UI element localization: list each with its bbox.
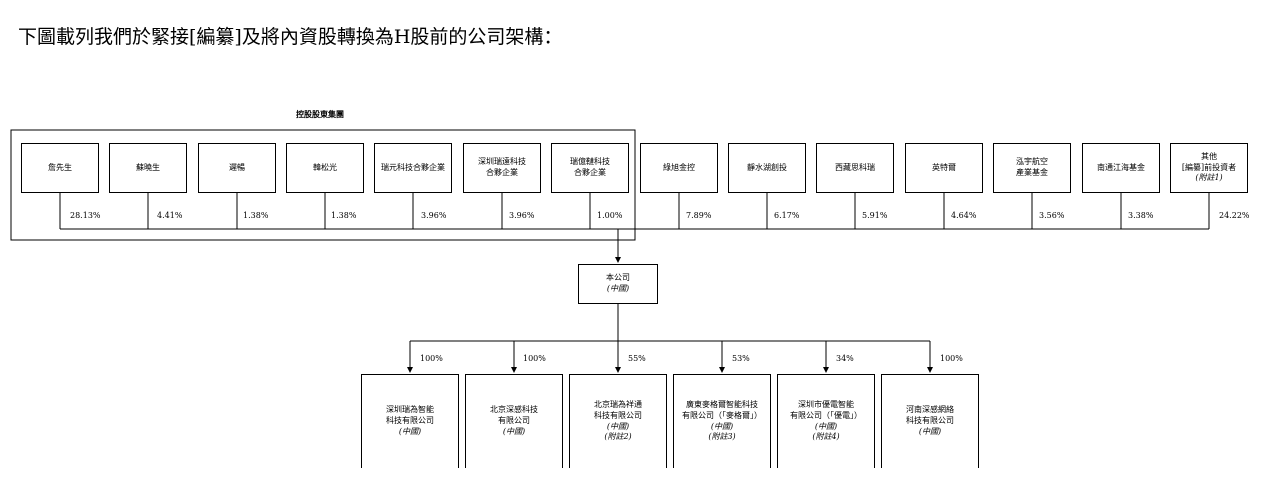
shareholding-pct: 3.96% [421,211,447,220]
shareholder-box: 韓松光 [286,143,364,193]
shareholding-pct: 6.17% [774,211,800,220]
shareholding-pct: 3.38% [1128,211,1154,220]
shareholder-box: 西藏思科瑞 [816,143,894,193]
subsidiary-box: 北京深感科技有限公司 (中國) [465,374,563,468]
subsidiary-pct: 34% [836,354,854,363]
controlling-group-label: 控股股東集團 [296,109,344,119]
subsidiary-box: 河南深感網絡科技有限公司 (中國) [881,374,979,468]
shareholding-pct: 7.89% [686,211,712,220]
shareholder-box: 靜水湖創投 [728,143,806,193]
subsidiary-box: 深圳瑞為智能科技有限公司 (中國) [361,374,459,468]
shareholding-pct: 3.56% [1039,211,1065,220]
shareholding-pct: 24.22% [1219,211,1250,220]
shareholding-pct: 1.38% [243,211,269,220]
shareholding-pct: 1.38% [331,211,357,220]
shareholding-pct: 5.91% [862,211,888,220]
shareholder-box: 詹先生 [21,143,99,193]
shareholder-box: 遲暢 [198,143,276,193]
shareholder-box: 其他[編纂]前投資者(附註1) [1170,143,1248,193]
shareholding-pct: 4.64% [951,211,977,220]
controlling-group-frame [10,129,636,241]
company-name: 本公司 [606,273,630,283]
subsidiary-pct: 53% [732,354,750,363]
shareholding-pct: 1.00% [597,211,623,220]
shareholder-box: 深圳瑞遠科技合夥企業 [463,143,541,193]
subsidiary-pct: 100% [523,354,546,363]
shareholding-pct: 3.96% [509,211,535,220]
shareholder-box: 南通江海基金 [1082,143,1160,193]
shareholding-pct: 28.13% [70,211,101,220]
shareholding-pct: 4.41% [157,211,183,220]
company-country: (中國) [606,284,630,293]
shareholder-box: 泓宇航空產業基金 [993,143,1071,193]
subsidiary-box: 廣東麥格爾智能科技有限公司（「麥格爾」） (中國)(附註3) [673,374,771,468]
subsidiary-box: 北京瑞為祥通科技有限公司 (中國)(附註2) [569,374,667,468]
subsidiary-pct: 100% [940,354,963,363]
subsidiary-pct: 55% [628,354,646,363]
company-box: 本公司 (中國) [578,264,658,304]
subsidiary-box: 深圳市優電智能有限公司（「優電」） (中國)(附註4) [777,374,875,468]
subsidiary-pct: 100% [420,354,443,363]
shareholder-box: 瑞億韃科技合夥企業 [551,143,629,193]
intro-text: 下圖載列我們於緊接[編纂]及將內資股轉換為H股前的公司架構： [18,26,563,48]
shareholder-box: 英特爾 [905,143,983,193]
shareholder-box: 瑞元科技合夥企業 [374,143,452,193]
shareholder-box: 蘇曉生 [109,143,187,193]
shareholder-box: 綠旭金控 [640,143,718,193]
